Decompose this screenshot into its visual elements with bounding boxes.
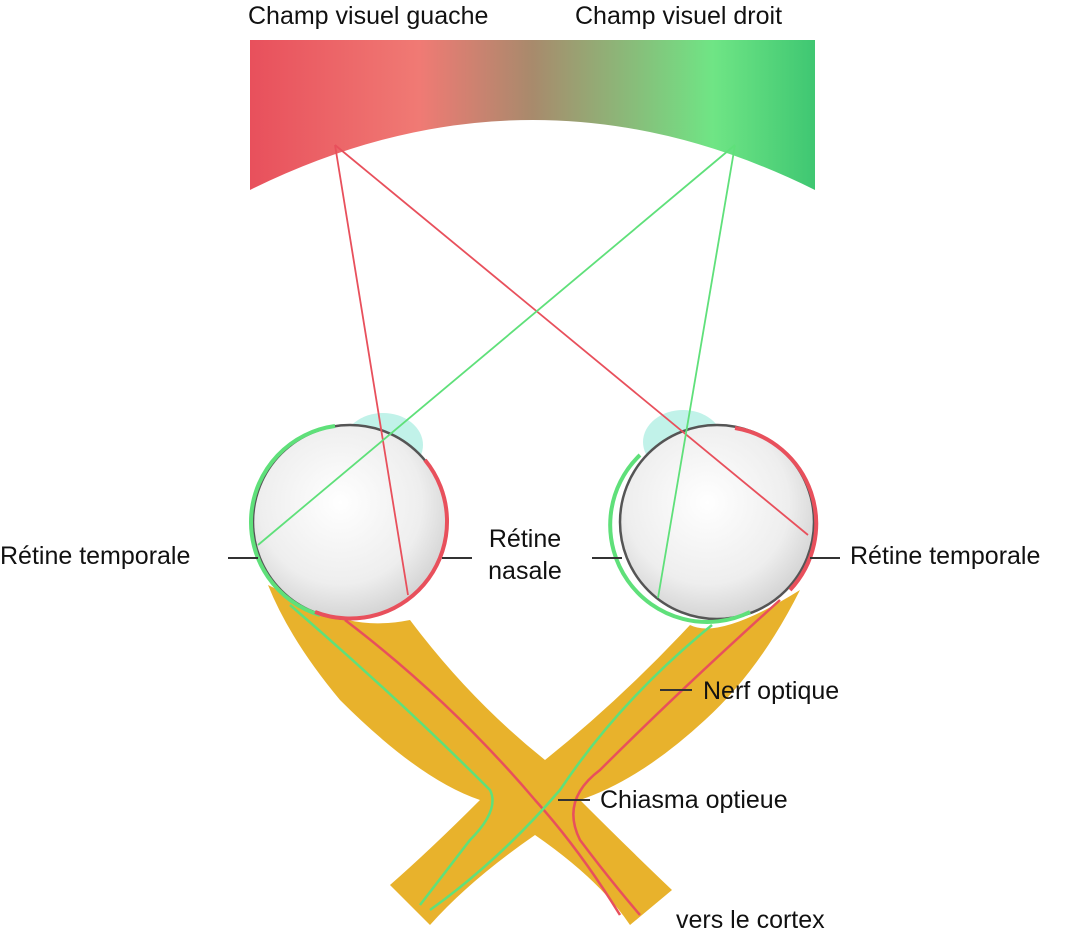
nasal-retina-label: Rétine nasale (480, 525, 570, 585)
nerve-fibers (289, 599, 781, 916)
optic-nerve-label: Nerf optique (703, 677, 840, 705)
ray-right-to-left-eye (257, 144, 736, 546)
ray-left-to-right-eye (334, 144, 809, 536)
nasal-retina-line1: Rétine (488, 525, 562, 553)
visual-field-band (250, 40, 815, 190)
right-eye (618, 423, 816, 621)
optic-nerve-shape (268, 585, 800, 925)
right-red-fiber (572, 599, 781, 916)
temporal-retina-right-label: Rétine temporale (850, 542, 1041, 570)
right-green-fiber (429, 624, 713, 912)
ray-left-to-left-eye (334, 144, 409, 596)
left-eye-red-retina (314, 458, 449, 621)
ray-right-to-right-eye (657, 144, 736, 599)
temporal-retina-left-label: Rétine temporale (0, 542, 191, 570)
right-visual-field-label: Champ visuel droit (575, 2, 783, 30)
right-eye-green-retina (608, 453, 751, 624)
left-eye-green-retina (249, 424, 336, 617)
to-cortex-label: vers le cortex (676, 906, 825, 934)
right-eye-red-retina (734, 426, 819, 592)
optic-chiasm-label: Chiasma optieue (600, 786, 788, 814)
left-red-fiber (344, 619, 622, 916)
nasal-retina-line2: nasale (488, 557, 562, 585)
left-visual-field-label: Champ visuel guache (248, 2, 489, 30)
left-green-fiber (289, 604, 494, 906)
